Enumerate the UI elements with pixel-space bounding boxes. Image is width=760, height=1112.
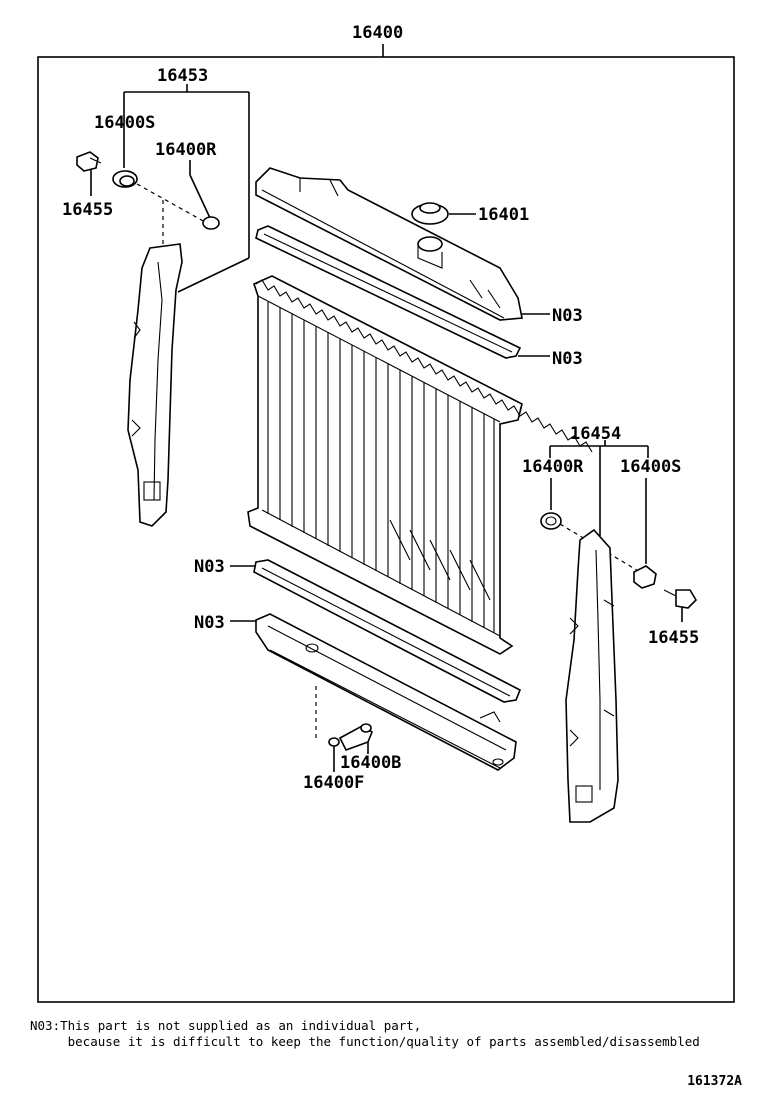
lower-gasket	[253, 559, 522, 703]
label-n03-upper-tank: N03	[552, 306, 583, 326]
bolt-16455-right	[663, 589, 698, 609]
radiator-support-16453	[127, 243, 183, 527]
label-16455-left: 16455	[62, 200, 113, 220]
label-16400r-left: 16400R	[155, 140, 217, 160]
label-16400f: 16400F	[303, 773, 364, 793]
upper-tank	[255, 167, 523, 321]
label-16400-assembly: 16400	[352, 23, 403, 43]
bolt-16455-left	[76, 151, 102, 172]
label-16400b: 16400B	[340, 753, 401, 773]
radiator-cap-16401	[411, 202, 449, 225]
footnote-line-2: because it is difficult to keep the func…	[30, 1034, 700, 1049]
label-n03-lower-gasket: N03	[194, 557, 225, 577]
radiator-support-16454	[565, 528, 619, 823]
footnote-line-1: N03:This part is not supplied as an indi…	[30, 1018, 422, 1033]
drain-gasket-16400f	[328, 737, 340, 772]
collar-16400s-right	[633, 565, 657, 589]
label-n03-upper-gasket: N03	[552, 349, 583, 369]
collar-16400s-left	[112, 170, 138, 188]
upper-gasket	[255, 225, 522, 359]
lower-tank	[255, 613, 517, 771]
label-16453: 16453	[157, 66, 208, 86]
label-16400s-right: 16400S	[620, 457, 681, 477]
label-16454: 16454	[570, 424, 621, 444]
drain-cock-16400b	[338, 723, 373, 754]
radiator-core	[247, 275, 593, 655]
cushion-16400r-right	[540, 512, 562, 530]
label-16455-right: 16455	[648, 628, 699, 648]
illustration-code: 161372A	[687, 1074, 742, 1089]
label-16400s-left: 16400S	[94, 113, 155, 133]
label-16401: 16401	[478, 205, 529, 225]
cushion-16400r-left	[202, 216, 220, 230]
diagram-frame	[37, 56, 735, 1003]
label-n03-lower-tank: N03	[194, 613, 225, 633]
label-16400r-right: 16400R	[522, 457, 584, 477]
